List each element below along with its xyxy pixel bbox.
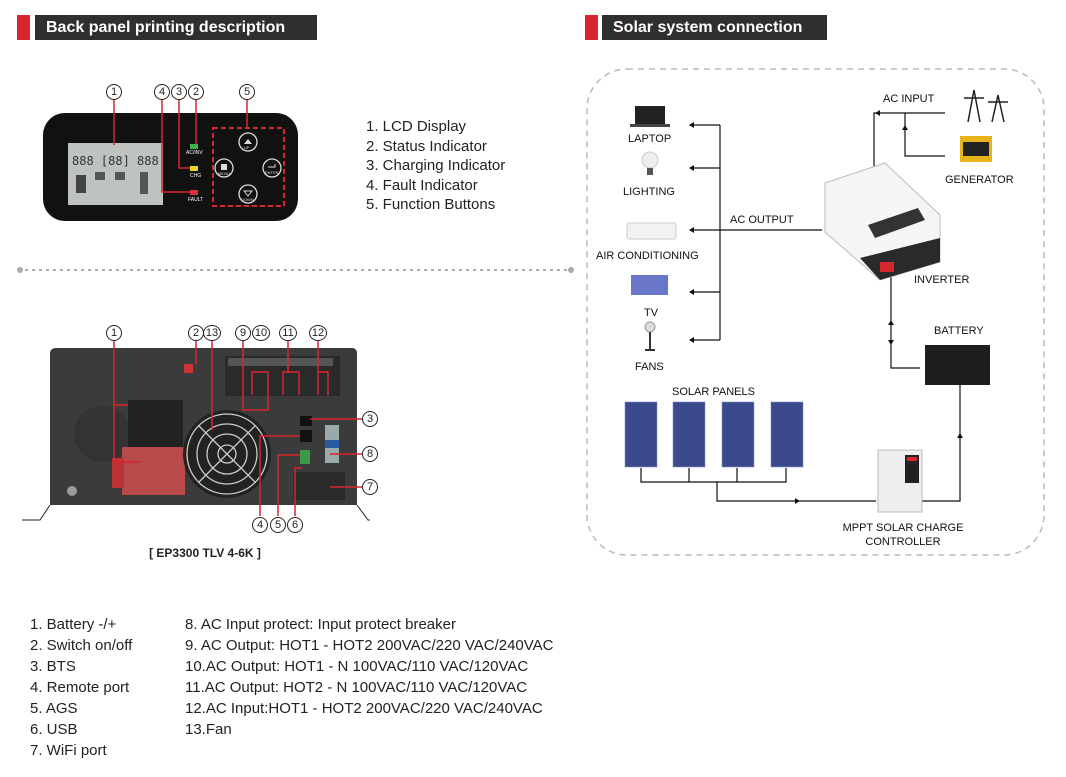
air-conditioning-label: AIR CONDITIONING <box>596 250 699 262</box>
enter-button-label: ENTER <box>265 170 279 175</box>
down-button <box>238 184 258 204</box>
chg-label: CHG <box>190 173 202 179</box>
ac-output-label: AC OUTPUT <box>730 214 794 226</box>
legend-item: 13.Fan <box>185 721 232 738</box>
legend-item: 12.AC Input:HOT1 - HOT2 200VAC/220 VAC/2… <box>185 700 543 717</box>
fault-indicator <box>190 190 198 195</box>
callout-12: 12 <box>309 325 327 341</box>
legend-item: 2. Status Indicator <box>366 137 487 155</box>
legend-item: 6. USB <box>30 721 78 738</box>
fan-icon <box>644 321 656 333</box>
callout-6: 6 <box>287 517 303 533</box>
right-section-title: Solar system connection <box>602 15 827 40</box>
callout-7: 7 <box>362 479 378 495</box>
legend-item: 3. Charging Indicator <box>366 157 506 174</box>
callout-4: 4 <box>252 517 268 533</box>
legend-item: 9. AC Output: HOT1 - HOT2 200VAC/220 VAC… <box>185 637 554 654</box>
tv-label: TV <box>644 307 659 319</box>
back-panel-legend-col2: 8. AC Input protect: Input protect break… <box>185 614 554 740</box>
left-section-title: Back panel printing description <box>35 15 317 40</box>
laptop-icon <box>635 106 665 124</box>
legend-item: 8. AC Input protect: Input protect break… <box>185 616 456 633</box>
callout-9: 9 <box>235 325 251 341</box>
lighting-label: LIGHTING <box>623 186 675 198</box>
model-caption: [ EP3300 TLV 4-6K ] <box>149 546 261 560</box>
laptop-label: LAPTOP <box>628 133 672 145</box>
enter-button <box>262 158 282 178</box>
charging-indicator <box>190 166 198 171</box>
controller-label-line1: MPPT SOLAR CHARGE <box>842 522 964 534</box>
header-accent <box>585 15 598 40</box>
battery-label: BATTERY <box>934 325 984 337</box>
legend-item: 5. AGS <box>30 700 78 717</box>
solar-diagram <box>586 68 1045 556</box>
back-panel-legend-col1: 1. Battery -/+ 2. Switch on/off 3. BTS 4… <box>30 614 132 761</box>
fans-label: FANS <box>635 361 664 373</box>
legend-item: 3. BTS <box>30 658 76 675</box>
menu-button-label: MENU <box>218 171 230 176</box>
power-pylon-icon <box>964 89 1008 123</box>
generator-label: GENERATOR <box>945 174 1014 186</box>
legend-item: 1. Battery -/+ <box>30 616 117 633</box>
callout-4: 4 <box>154 84 170 100</box>
header-accent <box>17 15 30 40</box>
solar-panels-label: SOLAR PANELS <box>672 386 755 398</box>
front-panel-illustration: 888 [88] 888 <box>43 100 298 221</box>
callout-2: 2 <box>188 325 204 341</box>
controller-label-line2: CONTROLLER <box>865 536 941 548</box>
legend-item: 10.AC Output: HOT1 - N 100VAC/110 VAC/12… <box>185 658 529 675</box>
svg-text:888 [88] 888: 888 [88] 888 <box>72 154 159 168</box>
callout-3: 3 <box>171 84 187 100</box>
legend-item: 2. Switch on/off <box>30 637 133 654</box>
legend-item: 11.AC Output: HOT2 - N 100VAC/110 VAC/12… <box>185 679 528 696</box>
inverter-label: INVERTER <box>914 274 970 286</box>
back-panel-illustration <box>22 340 370 521</box>
callout-1: 1 <box>106 325 122 341</box>
solar-panels-image <box>624 401 804 468</box>
callout-5: 5 <box>270 517 286 533</box>
tv-icon <box>631 275 668 295</box>
status-indicator <box>190 144 198 149</box>
callout-5: 5 <box>239 84 255 100</box>
fault-label: FAULT <box>188 197 204 203</box>
legend-item: 4. Remote port <box>30 679 130 696</box>
callout-13: 13 <box>203 325 221 341</box>
callout-3: 3 <box>362 411 378 427</box>
battery-image <box>925 345 990 385</box>
legend-item: 4. Fault Indicator <box>366 176 478 194</box>
air-conditioner-icon <box>626 222 677 240</box>
light-bulb-icon <box>641 151 659 169</box>
down-button-label: DOWN <box>241 197 254 202</box>
front-panel-legend: 1. LCD Display 2. Status Indicator 3. Ch… <box>366 117 505 215</box>
ac-input-label: AC INPUT <box>883 93 935 105</box>
legend-item: 1. LCD Display <box>366 118 467 135</box>
callout-11: 11 <box>279 325 297 341</box>
up-button-label: UP <box>244 145 250 150</box>
callout-10: 10 <box>252 325 270 341</box>
callout-1: 1 <box>106 84 122 100</box>
acinv-label: AC/INV <box>186 150 203 156</box>
legend-item: 5. Function Buttons <box>366 196 496 213</box>
callout-2: 2 <box>188 84 204 100</box>
callout-8: 8 <box>362 446 378 462</box>
legend-item: 7. WiFi port <box>30 742 107 759</box>
